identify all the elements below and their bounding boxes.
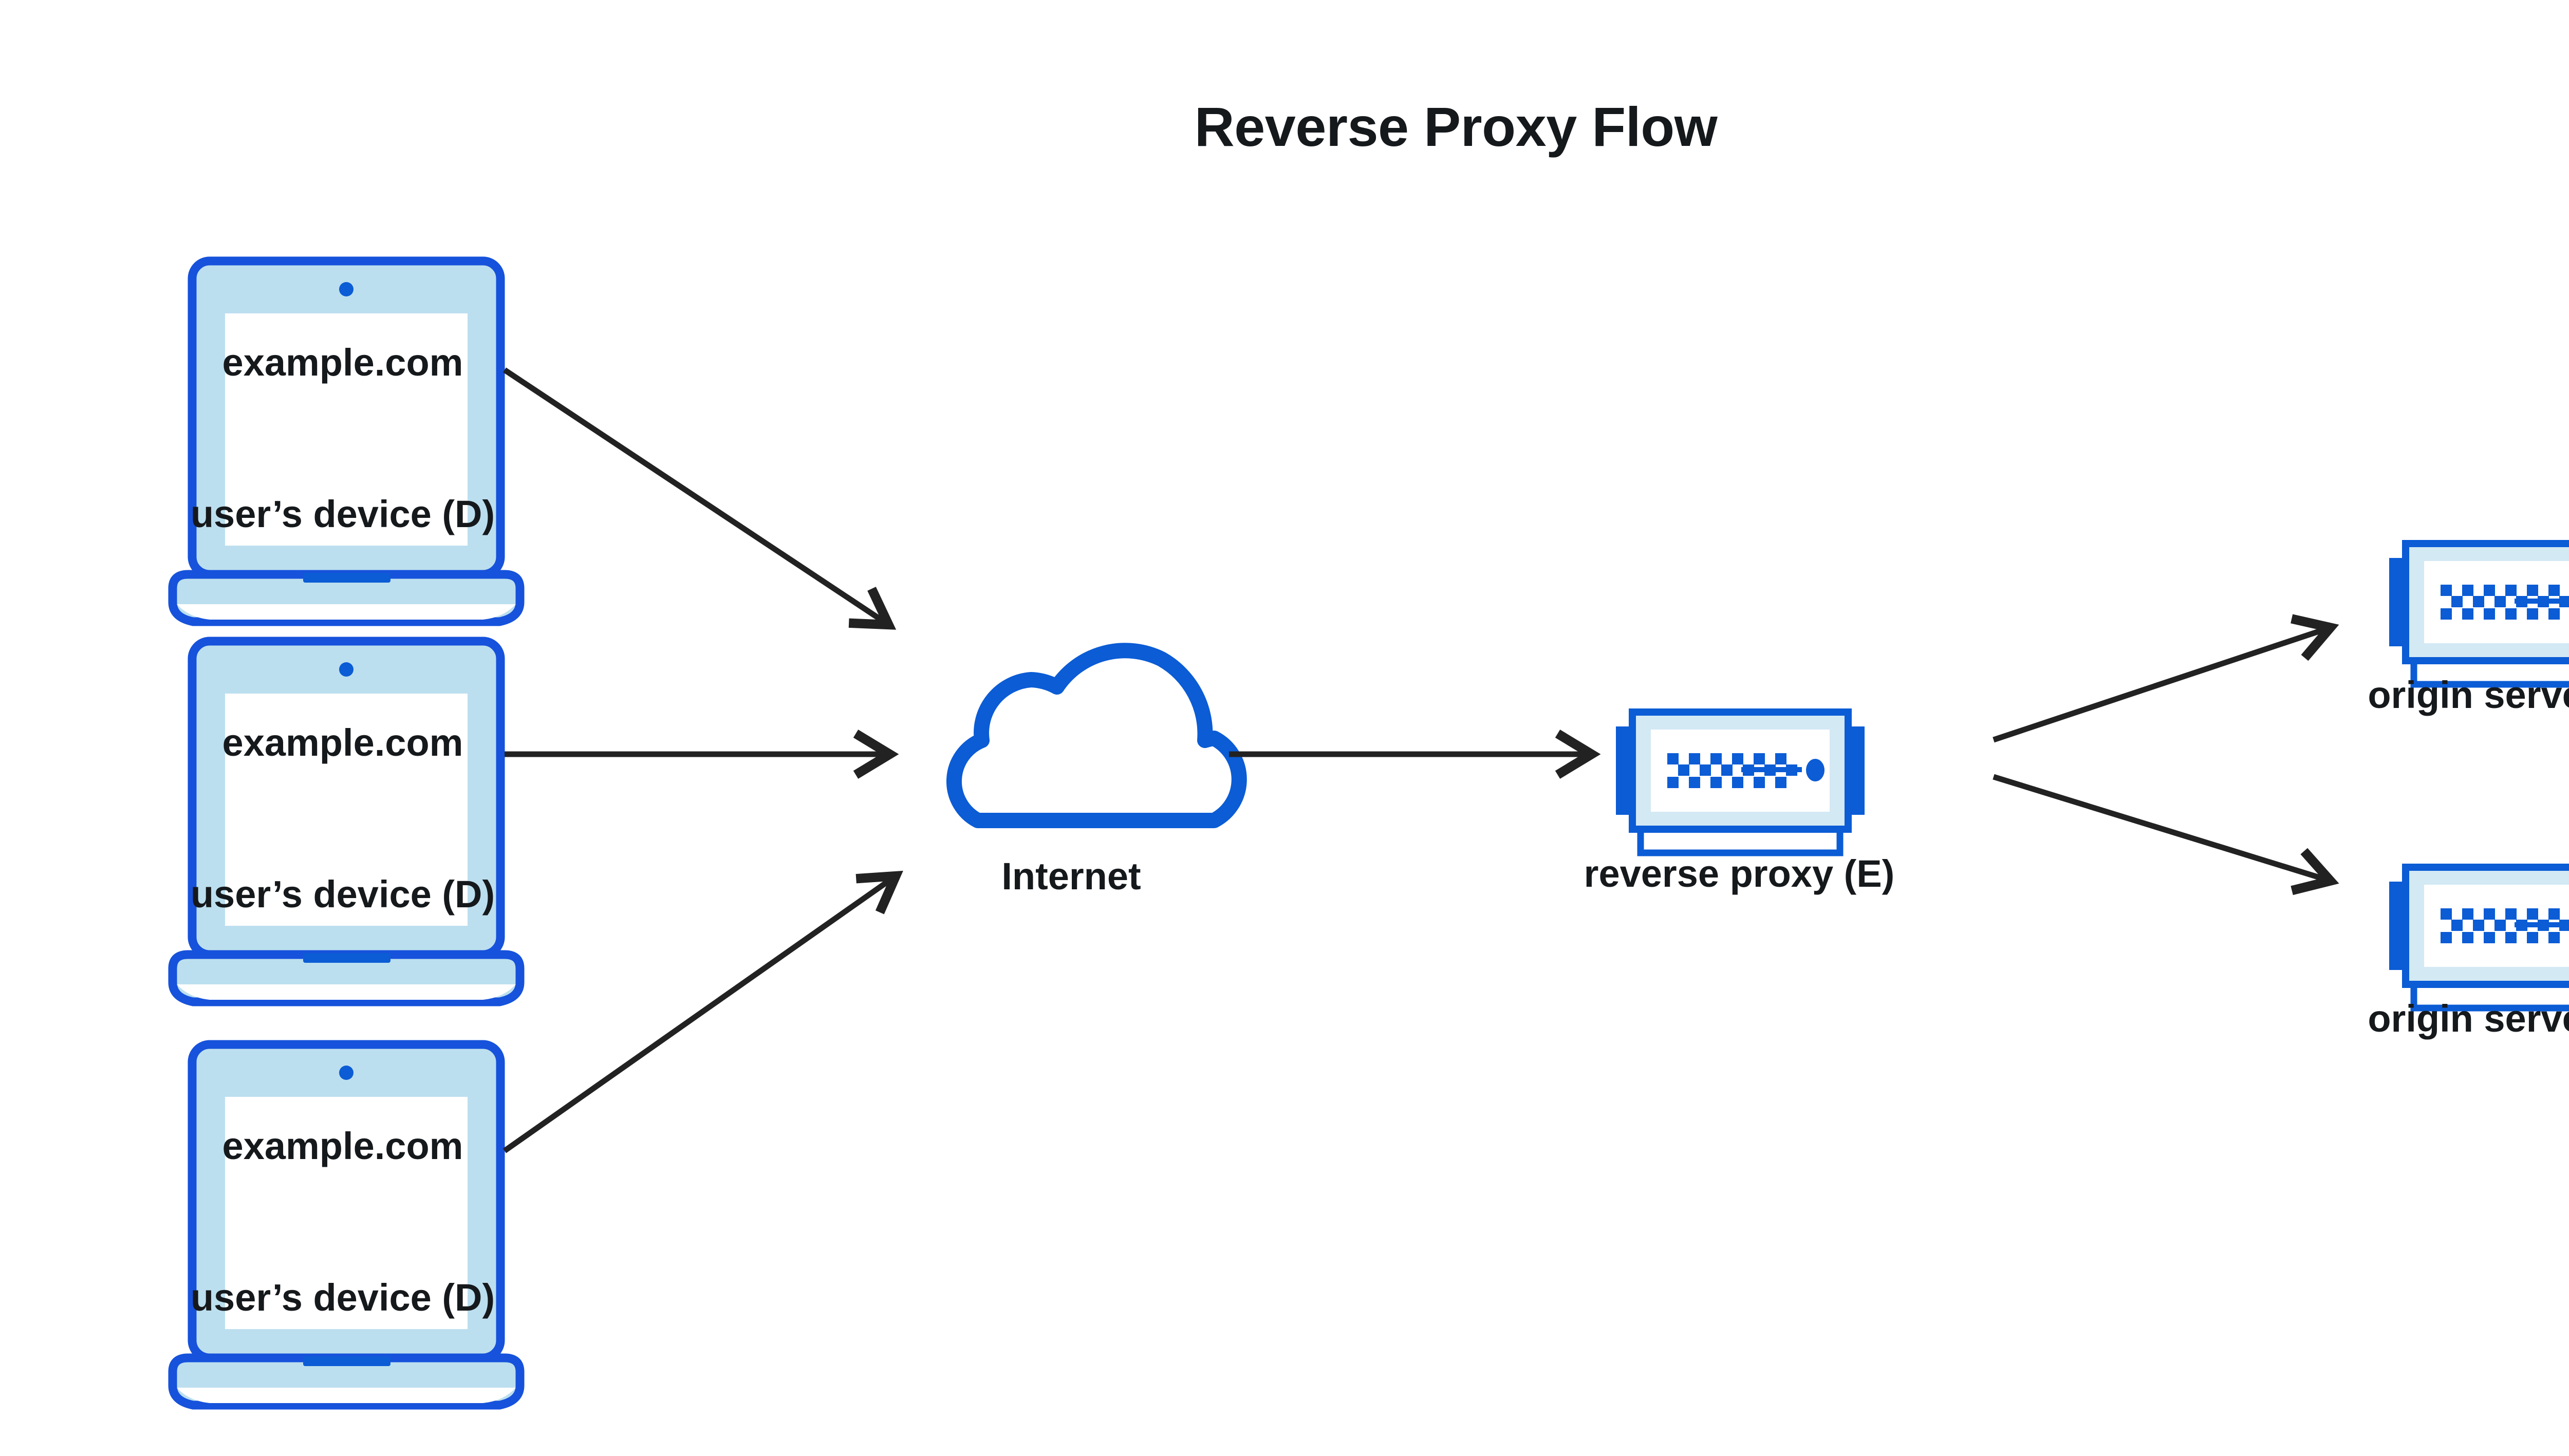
caption-user-device-bottom: user’s device (D): [190, 1276, 495, 1319]
caption-user-device-mid: user’s device (D): [190, 873, 495, 916]
reverse-proxy-server-icon[interactable]: [1616, 712, 1865, 853]
caption-origin-server-bottom: origin server (F): [2368, 997, 2569, 1040]
edge-top-device-to-cloud: [502, 367, 897, 630]
laptop-screen-text-mid: example.com: [222, 721, 463, 764]
laptop-screen-text-top: example.com: [222, 341, 463, 384]
edge-proxy-to-origin-bottom: [1993, 774, 2339, 895]
origin-server-bottom-icon[interactable]: [2389, 867, 2569, 1008]
laptop-screen-text-bottom: example.com: [222, 1125, 463, 1167]
internet-cloud-icon[interactable]: [954, 650, 1239, 820]
edge-proxy-to-origin-top: [1993, 614, 2339, 743]
laptop-device-top[interactable]: [173, 261, 520, 622]
page-title: Reverse Proxy Flow: [1194, 96, 1718, 158]
caption-internet: Internet: [1001, 855, 1141, 898]
laptop-device-mid[interactable]: [173, 641, 520, 1002]
edge-bottom-device-to-cloud: [502, 870, 903, 1153]
caption-reverse-proxy: reverse proxy (E): [1584, 852, 1895, 895]
laptop-device-bottom[interactable]: [173, 1044, 520, 1405]
origin-server-top-icon[interactable]: [2389, 544, 2569, 684]
caption-origin-server-top: origin server (F): [2368, 674, 2569, 716]
caption-user-device-top: user’s device (D): [190, 493, 495, 535]
